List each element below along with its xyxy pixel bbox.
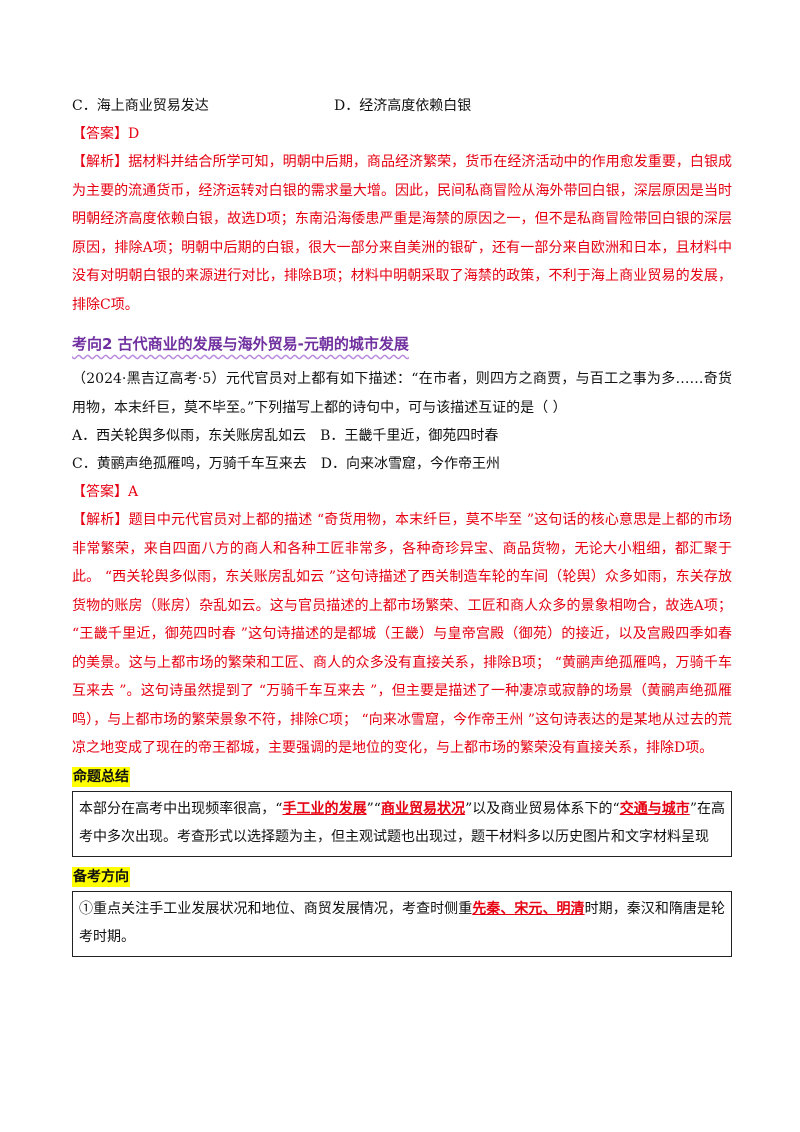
explanation-label: 【解析】: [72, 512, 129, 528]
direction-title-wrap: 备考方向: [72, 863, 732, 887]
summary-text-2: ”“: [366, 800, 381, 817]
option-c: C．海上商业贸易发达: [72, 98, 209, 114]
option-a: A．西关轮舆多似雨，东关账房乱如云: [72, 428, 307, 444]
summary-title: 命题总结: [72, 766, 130, 787]
summary-text-4: ”在高考中多次出现。考查形式以选择题为主，但主观试题也出现过，题干材料多以历史图…: [79, 800, 726, 846]
summary-title-wrap: 命题总结: [72, 763, 732, 787]
summary-text-3: ”以及商业贸易体系下的“: [465, 800, 620, 817]
answer-label: 【答案】: [72, 484, 128, 500]
option-d: D．经济高度依赖白银: [334, 98, 472, 114]
document-page: C．海上商业贸易发达 D．经济高度依赖白银 【答案】D 【解析】据材料并结合所学…: [72, 92, 732, 957]
summary-highlight-3: 交通与城市: [619, 800, 690, 817]
direction-highlight: 先秦、宋元、明清: [472, 900, 585, 917]
options-row-cd: C．海上商业贸易发达 D．经济高度依赖白银: [72, 92, 732, 120]
summary-text-1: 本部分在高考中出现频率很高，“: [79, 800, 283, 817]
option-b: B．王畿千里近，御苑四时春: [320, 428, 499, 444]
direction-text-1: ①重点关注手工业发展状况和地位、商贸发展情况，考查时侧重: [79, 900, 473, 917]
explanation-2: 【解析】题目中元代官员对上都的描述 “奇货用物，本末纤巨，莫不毕至 ”这句话的核…: [72, 506, 732, 763]
summary-highlight-1: 手工业的发展: [282, 800, 367, 817]
direction-text-2: 时期，秦汉和隋唐是轮考时期。: [79, 900, 726, 946]
option-c-2: C．黄鹂声绝孤雁鸣，万骑千车互来去: [72, 456, 307, 472]
answer-value: D: [128, 126, 140, 142]
option-d-2: D．向来冰雪窟，今作帝王州: [320, 456, 500, 472]
answer-label: 【答案】: [72, 126, 128, 142]
options-row-ab: A．西关轮舆多似雨，东关账房乱如云 B．王畿千里近，御苑四时春: [72, 422, 732, 450]
explanation-label: 【解析】: [72, 154, 129, 170]
summary-box: 本部分在高考中出现频率很高，“手工业的发展”“商业贸易状况”以及商业贸易体系下的…: [72, 790, 732, 857]
explanation-text: 题目中元代官员对上都的描述 “奇货用物，本末纤巨，莫不毕至 ”这句话的核心意思是…: [72, 512, 733, 756]
answer-value: A: [128, 484, 139, 500]
answer-line-2: 【答案】A: [72, 478, 732, 506]
question-stem: （2024·黑吉辽高考·5）元代官员对上都有如下描述：“在市者，则四方之商贾，与…: [72, 371, 732, 416]
summary-highlight-2: 商业贸易状况: [380, 800, 466, 817]
options-row-cd-2: C．黄鹂声绝孤雁鸣，万骑千车互来去 D．向来冰雪窟，今作帝王州: [72, 450, 732, 478]
section-heading: 考向2 古代商业的发展与海外贸易-元朝的城市发展: [72, 335, 409, 353]
direction-box: ①重点关注手工业发展状况和地位、商贸发展情况，考查时侧重先秦、宋元、明清时期，秦…: [72, 890, 732, 957]
direction-title: 备考方向: [72, 866, 130, 887]
explanation-text: 据材料并结合所学可知，明朝中后期，商品经济繁荣，货币在经济活动中的作用愈发重要，…: [72, 154, 733, 313]
answer-line-1: 【答案】D: [72, 120, 732, 148]
explanation-1: 【解析】据材料并结合所学可知，明朝中后期，商品经济繁荣，货币在经济活动中的作用愈…: [72, 148, 732, 319]
